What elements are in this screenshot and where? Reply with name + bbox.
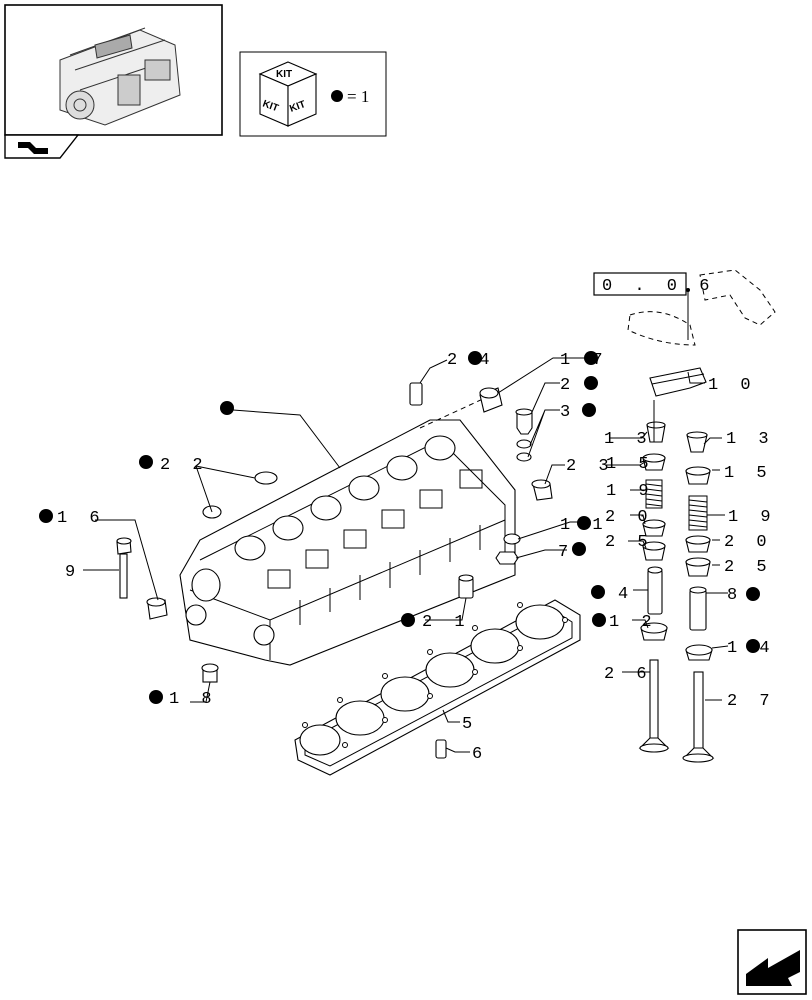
callout-17[interactable]: 1 7	[560, 351, 609, 370]
collets-13-right[interactable]	[686, 431, 708, 453]
collets-13-left[interactable]	[646, 421, 666, 443]
callout-labels: 2 4 1 7 2 3 1 0 1 3 1 3 2 2 2 3 1 5 1 5 …	[57, 351, 777, 764]
next-page-button[interactable]	[737, 929, 807, 995]
rotator-25-left[interactable]	[642, 541, 666, 561]
leader-lines	[83, 357, 729, 753]
plug-18[interactable]	[201, 663, 219, 683]
kit-top-text: KIT	[276, 69, 292, 80]
callout-7[interactable]: 7	[558, 543, 574, 562]
reference-text: 0 . 0 6	[602, 277, 715, 296]
callout-16[interactable]: 1 6	[57, 509, 106, 528]
callout-27[interactable]: 2 7	[727, 692, 776, 711]
callout-25-right[interactable]: 2 5	[724, 558, 773, 577]
nav-tab[interactable]	[4, 134, 80, 159]
callout-9[interactable]: 9	[65, 563, 81, 582]
screw-9[interactable]	[116, 537, 132, 599]
pin-21[interactable]	[458, 574, 474, 599]
bridge-10[interactable]	[649, 367, 707, 397]
callout-13-right[interactable]: 1 3	[726, 430, 775, 449]
kit-equals-text: = 1	[347, 87, 369, 106]
callout-3[interactable]: 3	[560, 403, 576, 422]
rocker-arm-image	[627, 269, 776, 346]
callout-15-left[interactable]: 1 5	[606, 455, 655, 474]
rotator-25-right[interactable]	[685, 557, 711, 577]
callout-11[interactable]: 1 1	[560, 516, 609, 535]
o-rings-3[interactable]	[516, 439, 532, 462]
plug-23[interactable]	[531, 479, 553, 501]
spring-19-left[interactable]	[645, 479, 663, 509]
cylinder-head-ports	[185, 435, 456, 646]
gasket-bores	[299, 604, 565, 756]
cap-15-right[interactable]	[685, 466, 711, 485]
callout-5[interactable]: 5	[462, 715, 478, 734]
guide-4[interactable]	[647, 566, 663, 615]
kit-bullet-icon	[331, 90, 343, 102]
reference-group[interactable]: 0 . 0 6	[593, 269, 776, 346]
washer-11[interactable]	[503, 533, 521, 545]
callout-2[interactable]: 2	[560, 376, 576, 395]
dowel-24[interactable]	[409, 382, 423, 406]
callout-4[interactable]: 4	[618, 585, 634, 604]
callout-25-left[interactable]: 2 5	[605, 533, 654, 552]
callout-15-right[interactable]: 1 5	[724, 464, 773, 483]
callout-20-right[interactable]: 2 0	[724, 533, 773, 552]
callout-24[interactable]: 2 4	[447, 351, 496, 370]
callout-6[interactable]: 6	[472, 745, 488, 764]
sleeve-17[interactable]	[479, 387, 503, 413]
callout-23[interactable]: 2 3	[566, 457, 615, 476]
engine-thumbnail[interactable]	[4, 4, 223, 136]
seat-20-right[interactable]	[685, 535, 711, 553]
callout-26[interactable]: 2 6	[604, 665, 653, 684]
callout-19-left[interactable]: 1 9	[606, 482, 655, 501]
callout-19-right[interactable]: 1 9	[728, 508, 777, 527]
cylinder-head[interactable]	[179, 397, 516, 666]
callout-12[interactable]: 1 2	[609, 613, 658, 632]
valve-26[interactable]	[638, 659, 670, 753]
callout-22[interactable]: 2 2	[160, 456, 209, 475]
callout-8[interactable]: 8	[727, 586, 743, 605]
engine-thumbnail-image	[59, 27, 181, 126]
callout-10[interactable]: 1 0	[708, 376, 757, 395]
callout-18[interactable]: 1 8	[169, 690, 218, 709]
callout-14[interactable]: 1 4	[727, 639, 776, 658]
kit-right-text: KIT	[288, 99, 307, 115]
kit-left-text: KIT	[261, 98, 280, 114]
plug-16[interactable]	[146, 597, 168, 620]
valve-27[interactable]	[682, 671, 715, 763]
kit-cube-icon: KIT KIT KIT	[258, 61, 318, 127]
spring-19-right[interactable]	[688, 495, 708, 531]
insert-14[interactable]	[685, 644, 713, 661]
callout-13-left[interactable]: 1 3	[604, 430, 653, 449]
injector-sleeve-2[interactable]	[515, 408, 533, 435]
head-gasket[interactable]	[294, 599, 581, 776]
arrow-icon	[746, 950, 800, 986]
gasket-holes	[302, 602, 568, 748]
guide-8[interactable]	[689, 586, 707, 631]
callout-20-left[interactable]: 2 0	[605, 508, 654, 527]
callout-21[interactable]: 2 1	[422, 613, 471, 632]
seat-20-left[interactable]	[642, 519, 666, 537]
cap-15-left[interactable]	[642, 453, 666, 471]
dowel-6[interactable]	[435, 739, 447, 759]
book-icon	[18, 142, 48, 154]
cylinder-head-bosses	[267, 469, 483, 625]
kit-legend: KIT KIT KIT = 1	[239, 51, 387, 137]
small-parts	[116, 367, 715, 763]
kit-markers	[39, 351, 760, 704]
nut-7[interactable]	[495, 551, 519, 565]
